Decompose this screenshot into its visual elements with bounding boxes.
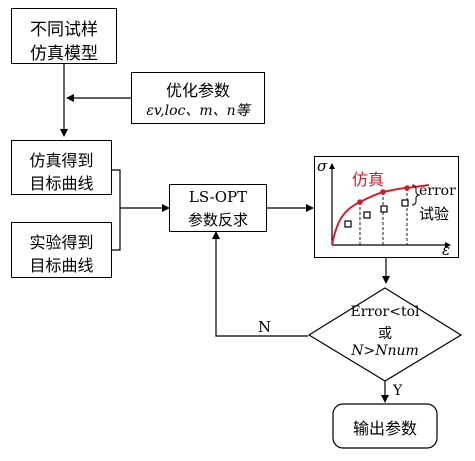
inset-sim-label: 仿真 <box>352 170 385 189</box>
optimize-box: 优化参数 εv,loc、m、n等 <box>131 72 265 124</box>
sim-point <box>357 199 363 205</box>
lsopt-box: LS-OPT 参数反求 <box>169 184 267 232</box>
inset-y-label: σ <box>317 157 328 175</box>
lsopt-line2: 参数反求 <box>187 211 248 229</box>
decision-diamond <box>307 287 463 382</box>
model-line1: 不同试样 <box>30 20 98 40</box>
test-point <box>380 205 388 213</box>
inset-error-label: error <box>419 183 456 199</box>
exp-curve-line2: 目标曲线 <box>29 256 94 275</box>
lsopt-line1: LS-OPT <box>188 188 248 206</box>
model-box: 不同试样 仿真模型 <box>11 8 117 64</box>
exp-curve-line1: 实验得到 <box>29 233 94 252</box>
optimize-params: εv,loc、m、n等 <box>146 103 250 119</box>
exp-curve-box: 实验得到 目标曲线 <box>11 222 112 278</box>
sim-point <box>380 189 386 195</box>
test-point <box>401 199 409 207</box>
error-brace <box>411 184 421 206</box>
decision-line3: N>Nnum <box>351 343 419 359</box>
yes-branch-label: Y <box>393 383 403 399</box>
test-point <box>363 211 371 219</box>
decision-line1: Error<tol <box>350 304 420 320</box>
arrow-no-branch <box>212 231 308 337</box>
model-line2: 仿真模型 <box>30 44 98 64</box>
output-label: 输出参数 <box>352 419 417 438</box>
curve-inset: σ ε 仿真 error 试验 <box>314 156 459 259</box>
curves-bracket <box>112 169 121 251</box>
sim-point <box>404 185 410 191</box>
simulation-curve <box>331 184 430 246</box>
inset-graphic <box>329 163 451 248</box>
inset-x-label: ε <box>442 241 451 259</box>
sim-curve-box: 仿真得到 目标曲线 <box>11 140 112 195</box>
decision-line2: 或 <box>378 326 392 342</box>
sim-curve-line1: 仿真得到 <box>29 151 94 170</box>
optimize-title: 优化参数 <box>165 81 230 100</box>
sim-curve-line2: 目标曲线 <box>29 174 94 193</box>
output-box <box>332 403 438 449</box>
inset-test-label: 试验 <box>419 205 450 223</box>
no-branch-label: N <box>258 318 272 336</box>
test-point <box>344 220 352 228</box>
